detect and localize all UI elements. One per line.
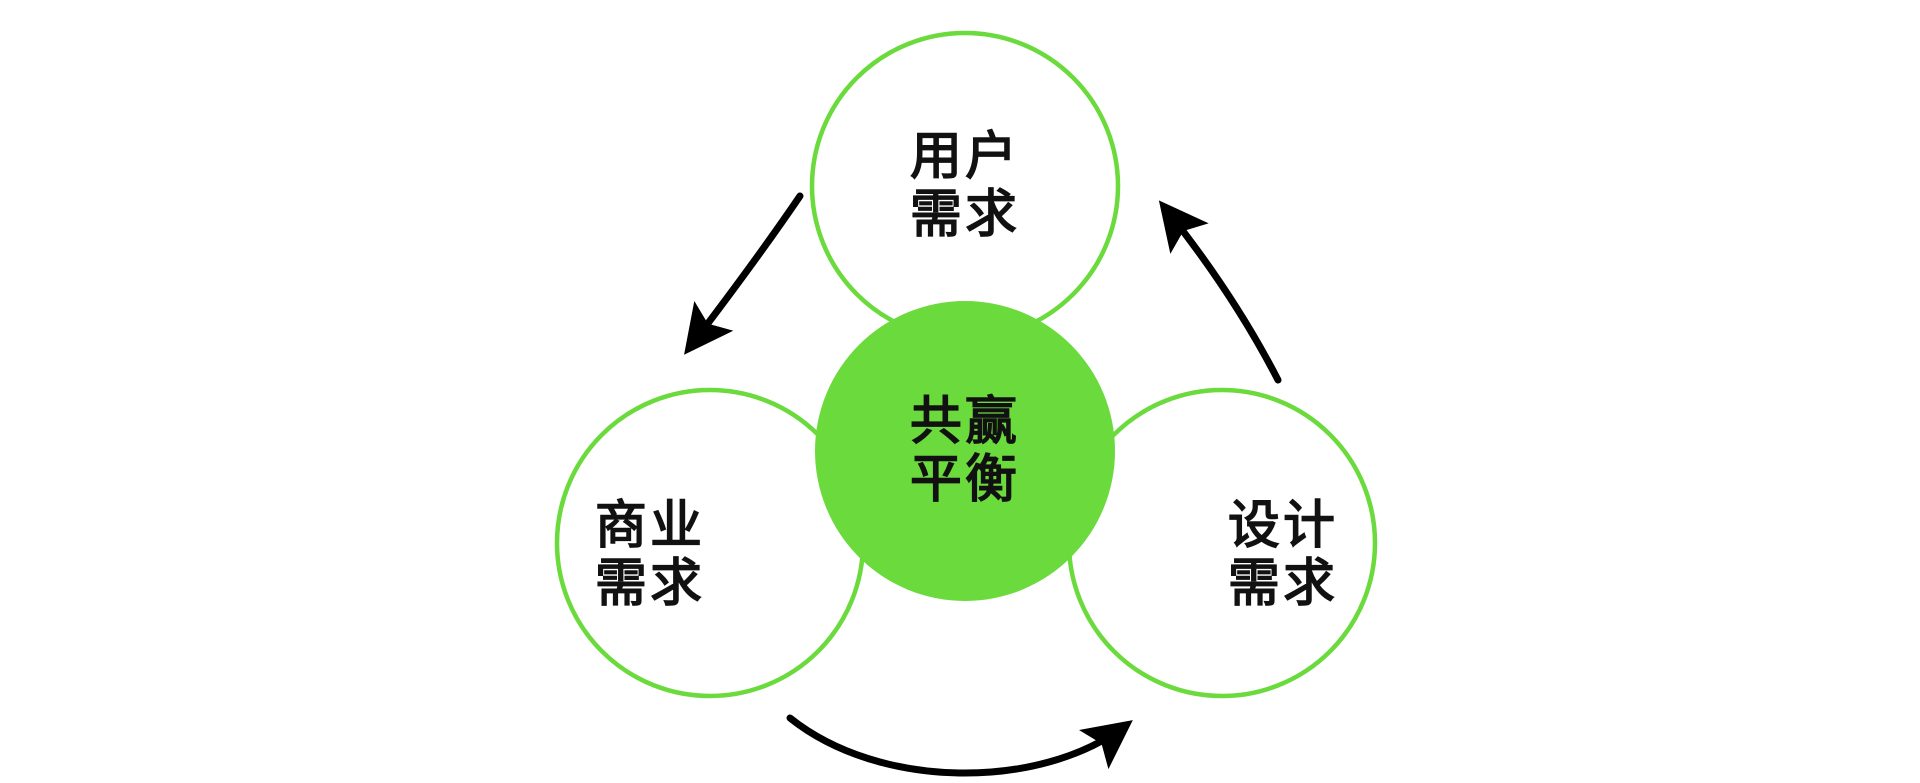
arrow-user-to-business (684, 192, 804, 355)
label-win-win-balance: 共赢 平衡 (909, 391, 1021, 510)
arrow-design-to-user (1158, 200, 1282, 384)
label-user-needs-line1: 用户 (909, 126, 1021, 187)
label-user-needs-line2: 需求 (909, 185, 1021, 245)
label-design-needs: 设计 需求 (1227, 495, 1339, 614)
label-design-needs-line1: 设计 (1227, 495, 1339, 556)
label-win-win-balance-line1: 共赢 (909, 391, 1021, 452)
label-win-win-balance-line2: 平衡 (909, 450, 1021, 510)
circle-win-win-balance[interactable] (815, 301, 1115, 601)
label-design-needs-line2: 需求 (1227, 554, 1339, 614)
label-business-needs: 商业 需求 (594, 495, 706, 614)
label-user-needs: 用户 需求 (909, 126, 1021, 245)
arrow-business-to-design (786, 714, 1133, 777)
label-business-needs-line1: 商业 (594, 495, 706, 556)
label-business-needs-line2: 需求 (594, 554, 706, 614)
